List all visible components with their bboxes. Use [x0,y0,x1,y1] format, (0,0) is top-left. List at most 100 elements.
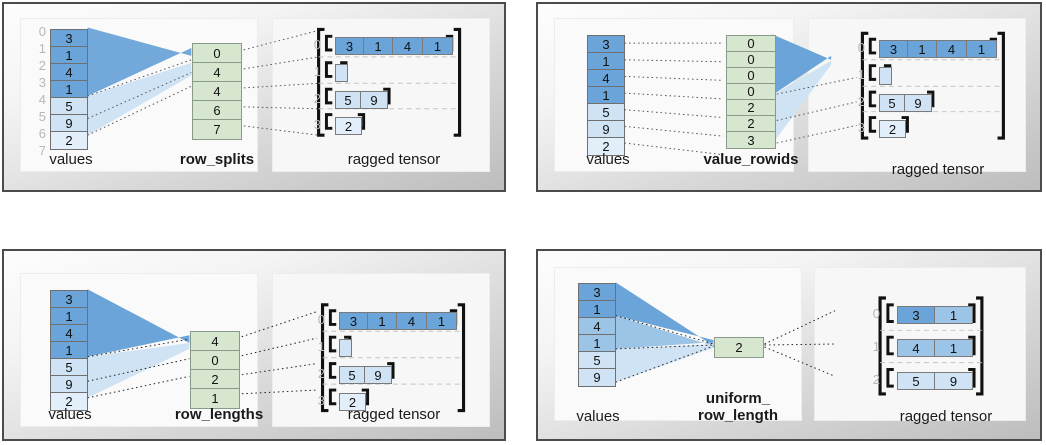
ragged-cell: 3 [897,306,935,324]
value-cell: 1 [51,47,87,64]
encoding-cell: 4 [191,332,239,351]
value-cell: 9 [51,115,87,132]
ragged-cell: 2 [879,120,906,138]
value-cell: 5 [579,352,615,369]
encoding-cell: 0 [191,351,239,370]
ragged-cell: 5 [879,94,905,112]
ragged-cell: 1 [967,40,997,58]
ragged-cell: 9 [361,91,388,109]
values-caption: values [48,406,92,423]
panel-row-lengths: 3 1 4 1 5 9 2 4 0 2 1 0 3 1 4 1 1 2 5 9 [2,249,506,441]
encoding-caption: uniform_ row_length [697,390,778,424]
ragged-cell: 9 [935,372,973,390]
ragged-row: 5 9 [879,94,932,112]
value-cell: 3 [51,30,87,47]
encoding-cell: 0 [193,44,241,63]
row-index: 3 [857,120,865,135]
ragged-cell: 4 [897,339,935,357]
value-cell: 4 [51,64,87,81]
ragged-row-empty [879,67,892,85]
encoding-cell: 4 [193,63,241,82]
ragged-cell: 5 [897,372,935,390]
ragged-cell: 5 [335,91,361,109]
row-index: 1 [313,64,321,79]
ragged-row: 3 1 4 1 [879,40,997,58]
value-cell: 3 [579,284,615,301]
row-index: 1 [872,339,880,354]
panel-value-rowids: 3 1 4 1 5 9 2 0 0 0 0 2 2 3 0 3 1 4 1 1 … [536,2,1042,192]
panel-row-splits: 0 1 2 3 4 5 6 7 3 1 4 1 5 9 2 0 4 4 6 7 … [2,2,506,192]
value-cell: 9 [579,369,615,386]
ragged-cell: 1 [935,306,973,324]
ragged-cell: 9 [365,366,392,384]
ragged-caption: ragged tensor [891,161,985,178]
value-cell: 1 [579,335,615,352]
row-index: 0 [857,40,865,55]
ragged-cell-empty [335,64,348,82]
encoding-cell: 2 [727,116,775,132]
value-cell: 5 [588,104,624,121]
row-index: 2 [857,94,865,109]
value-cell: 9 [51,376,87,393]
row-index: 3 [313,117,321,132]
ragged-cell: 4 [397,312,427,330]
ragged-cell: 3 [879,40,908,58]
encoding-cell: 4 [193,82,241,101]
ragged-caption: ragged tensor [899,408,993,425]
ragged-row: 5 9 [339,366,392,384]
row-index: 0 [317,312,325,327]
ragged-row: 5 9 [335,91,388,109]
encoding-caption: row_lengths [174,406,264,423]
value-cell: 1 [588,53,624,70]
row-index: 0 [872,306,880,321]
ragged-cell: 1 [935,339,973,357]
ragged-row: 5 9 [897,372,973,390]
value-cell: 4 [579,318,615,335]
ragged-row-empty [339,339,352,357]
ragged-cell: 1 [908,40,937,58]
value-cell: 2 [51,393,87,410]
value-cell: 1 [51,342,87,359]
values-caption: values [576,408,620,425]
row-index: 3 [317,393,325,408]
value-cell: 1 [579,301,615,318]
encoding-cell: 0 [727,68,775,84]
ragged-cell: 5 [339,366,365,384]
row-index: 2 [317,366,325,381]
tick: 6 [38,126,46,141]
row-index: 2 [872,372,880,387]
ragged-cell: 3 [339,312,368,330]
row-index: 1 [857,67,865,82]
value-cell: 1 [588,87,624,104]
ragged-cell: 4 [937,40,967,58]
ragged-row: 2 [339,393,366,411]
ragged-cell: 9 [905,94,932,112]
ragged-cell: 2 [335,117,362,135]
ragged-row: 4 1 [897,339,973,357]
tick: 4 [38,92,46,107]
ragged-cell: 1 [364,37,393,55]
ragged-cell: 1 [368,312,397,330]
ragged-cell: 1 [423,37,453,55]
values-caption: values [586,151,630,168]
ragged-row: 2 [335,117,362,135]
row-index: 2 [313,91,321,106]
value-cell: 1 [51,308,87,325]
value-cell: 5 [51,359,87,376]
panel-uniform-row-length: 3 1 4 1 5 9 2 0 3 1 1 4 1 2 5 9 values u… [536,249,1042,441]
tick: 3 [38,75,46,90]
values-column-4: 3 1 4 1 5 9 [578,283,616,387]
value-rowids-column: 0 0 0 0 2 2 3 [726,35,776,149]
encoding-cell: 7 [193,120,241,139]
tick: 2 [38,58,46,73]
encoding-cell: 3 [727,132,775,148]
encoding-cell: 2 [191,370,239,389]
value-cell: 4 [51,325,87,342]
encoding-cell: 6 [193,101,241,120]
encoding-cell: 0 [727,52,775,68]
ragged-cell: 2 [339,393,366,411]
ragged-cell-empty [339,339,352,357]
value-cell: 2 [588,138,624,155]
encoding-caption: value_rowids [703,151,799,168]
